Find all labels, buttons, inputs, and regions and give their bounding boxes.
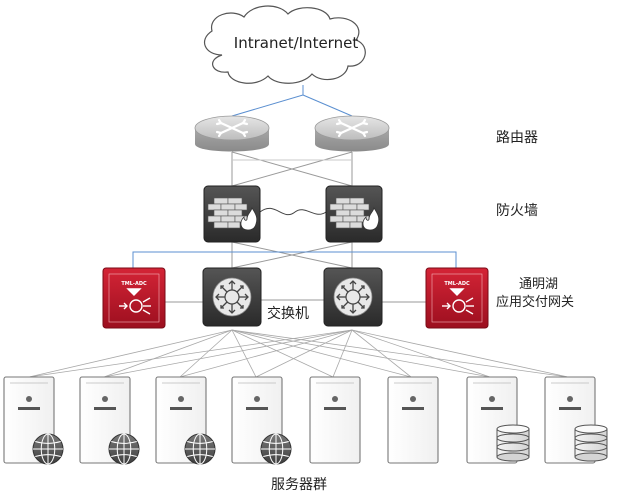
server-web bbox=[79, 376, 140, 465]
globe-icon bbox=[184, 433, 216, 465]
flame-icon bbox=[362, 207, 380, 231]
power-light-icon bbox=[254, 396, 260, 402]
drive-slot-icon bbox=[94, 407, 116, 410]
switch-arrows-icon bbox=[333, 277, 373, 317]
switch-server-mesh bbox=[28, 329, 569, 378]
drive-slot-icon bbox=[402, 407, 424, 410]
globe-icon bbox=[260, 433, 292, 465]
power-light-icon bbox=[489, 396, 495, 402]
drive-slot-icon bbox=[559, 407, 581, 410]
server-database bbox=[544, 376, 608, 464]
firewall-left bbox=[203, 185, 261, 243]
drive-slot-icon bbox=[170, 407, 192, 410]
internet-cloud: Intranet/Internet bbox=[203, 5, 366, 84]
cloud-to-router-link bbox=[302, 94, 353, 117]
load-balancer-icon bbox=[442, 288, 474, 315]
flame-icon bbox=[240, 207, 258, 231]
adc-gateway-left: TML-ADC bbox=[102, 267, 166, 329]
power-light-icon bbox=[567, 396, 573, 402]
server-web bbox=[231, 376, 292, 465]
server-tier-label: 服务器群 bbox=[271, 477, 327, 493]
drive-slot-icon bbox=[18, 407, 40, 410]
server-database bbox=[466, 376, 530, 464]
switch-left bbox=[202, 267, 262, 327]
adc-bus-link bbox=[132, 251, 457, 268]
database-icon bbox=[574, 424, 608, 462]
server-plain bbox=[387, 376, 439, 464]
server-web bbox=[3, 376, 64, 465]
cloud-label: Intranet/Internet bbox=[234, 34, 359, 52]
server-web bbox=[155, 376, 216, 465]
power-light-icon bbox=[102, 396, 108, 402]
router-left bbox=[194, 115, 270, 152]
adc-badge: TML-ADC bbox=[444, 281, 470, 287]
gateway-tier-label-line2: 应用交付网关 bbox=[496, 294, 574, 310]
router-arrows-icon bbox=[215, 118, 249, 138]
brick-wall-icon bbox=[329, 197, 370, 229]
firewall-switch-link bbox=[231, 241, 353, 269]
switch-right bbox=[323, 267, 383, 327]
server-plain bbox=[309, 376, 361, 464]
brick-wall-icon bbox=[207, 197, 248, 229]
firewall-sync-link bbox=[259, 207, 327, 216]
firewall-right bbox=[325, 185, 383, 243]
drive-slot-icon bbox=[481, 407, 503, 410]
router-arrows-icon bbox=[335, 118, 369, 138]
router-right bbox=[314, 115, 390, 152]
switch-arrows-icon bbox=[212, 277, 252, 317]
adc-badge: TML-ADC bbox=[121, 281, 147, 287]
firewall-tier-label: 防火墙 bbox=[496, 203, 538, 219]
globe-icon bbox=[32, 433, 64, 465]
globe-icon bbox=[108, 433, 140, 465]
adc-gateway-right: TML-ADC bbox=[425, 267, 489, 329]
connection-lines bbox=[28, 85, 569, 378]
power-light-icon bbox=[26, 396, 32, 402]
power-light-icon bbox=[332, 396, 338, 402]
load-balancer-icon bbox=[119, 288, 151, 315]
drive-slot-icon bbox=[246, 407, 268, 410]
power-light-icon bbox=[178, 396, 184, 402]
router-tier-label: 路由器 bbox=[496, 130, 538, 146]
switch-tier-label: 交换机 bbox=[267, 305, 309, 322]
database-icon bbox=[496, 424, 530, 462]
power-light-icon bbox=[410, 396, 416, 402]
server-farm bbox=[3, 376, 608, 465]
router-firewall-link bbox=[231, 151, 353, 187]
drive-slot-icon bbox=[324, 407, 346, 410]
cloud-to-router-link bbox=[231, 85, 304, 117]
gateway-tier-label-line1: 通明湖 bbox=[519, 277, 558, 292]
